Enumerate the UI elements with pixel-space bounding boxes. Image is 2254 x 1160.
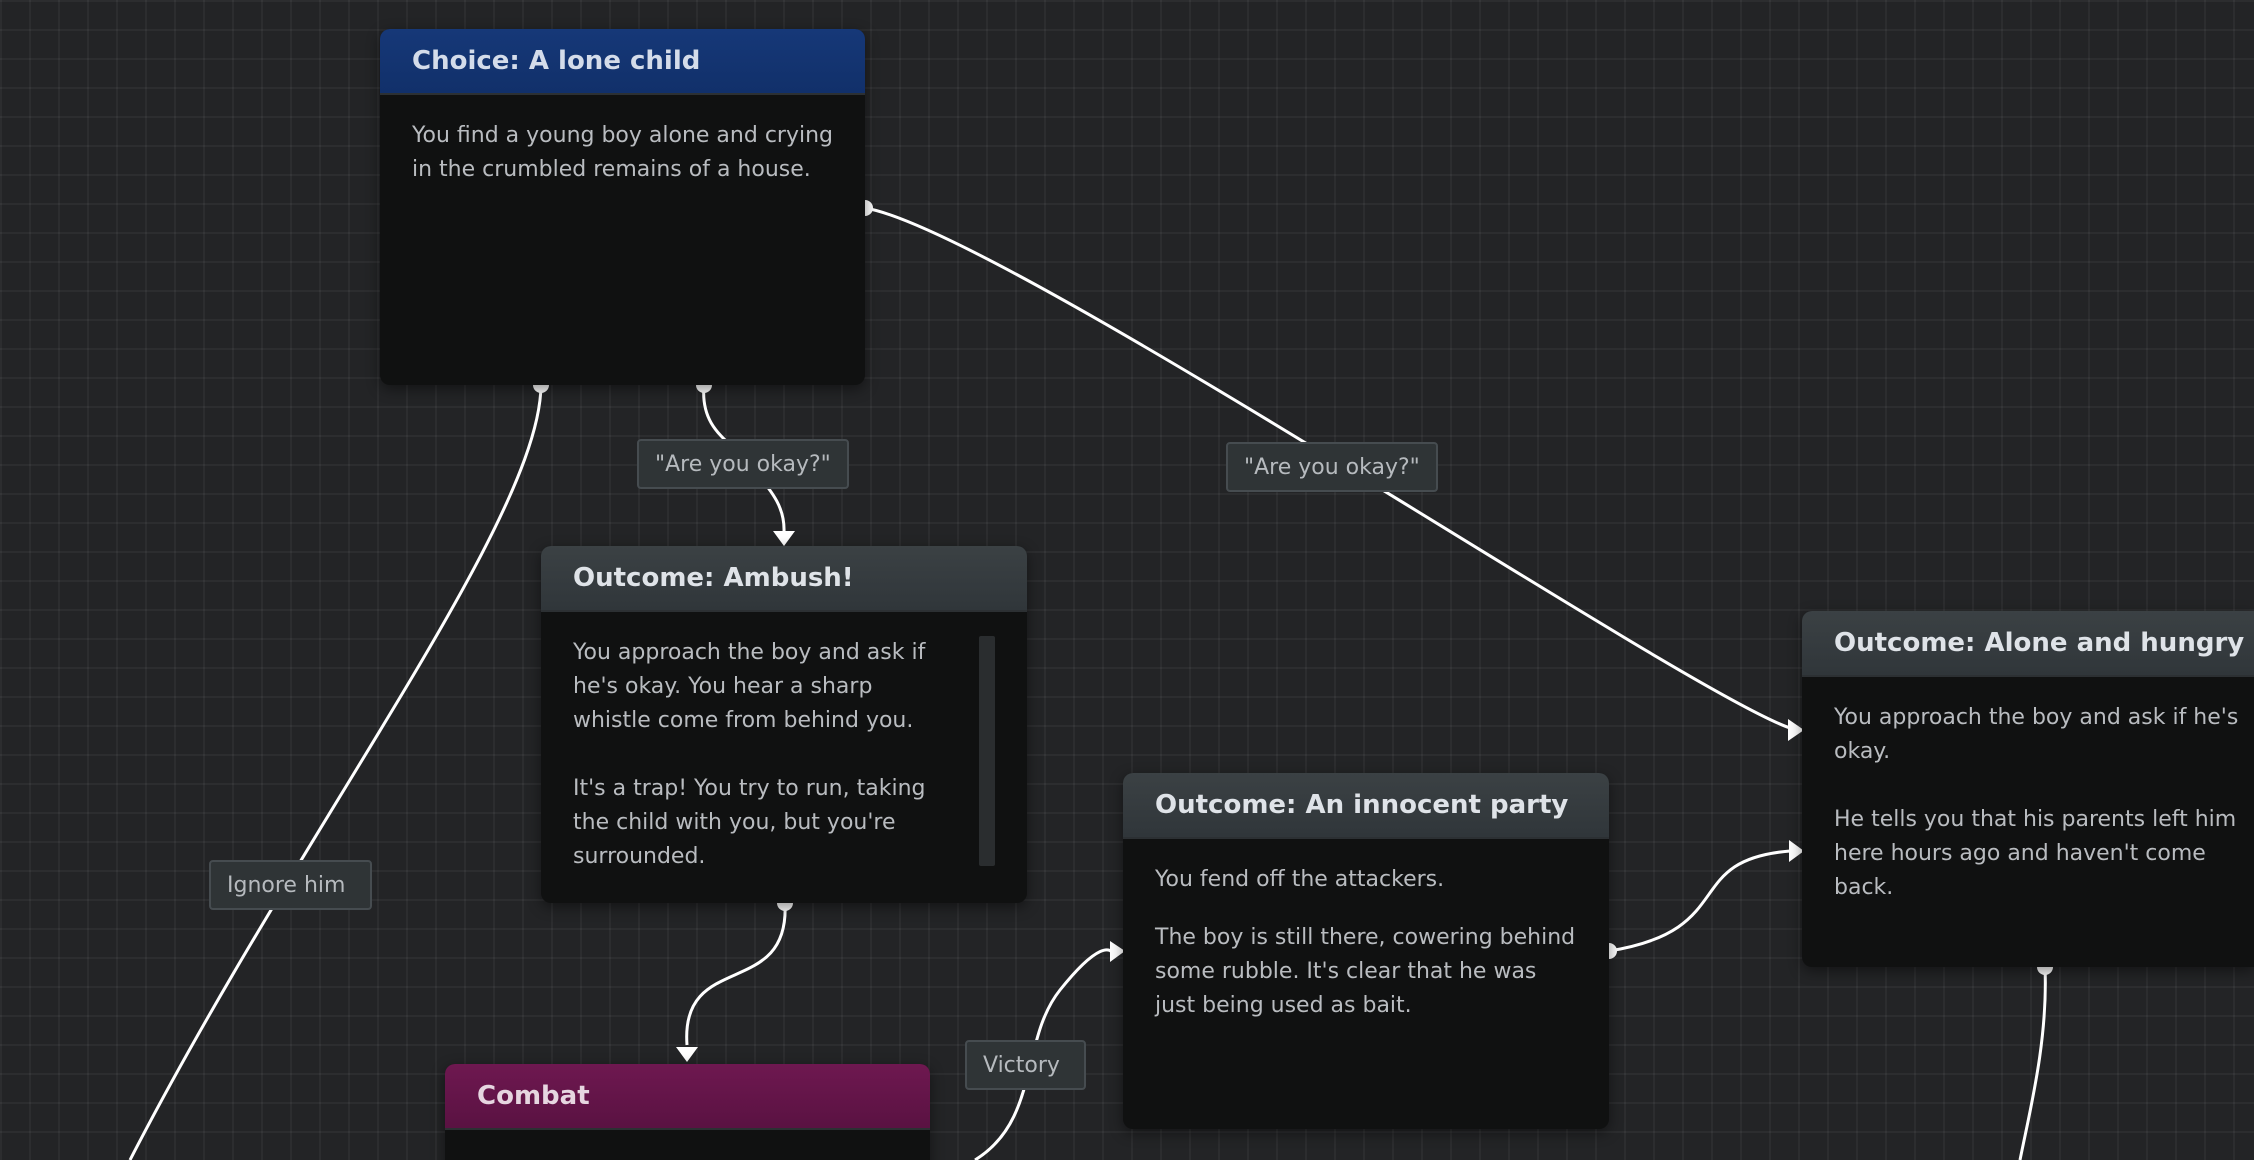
node-body: You fend off the attackers. The boy is s… (1123, 839, 1609, 1023)
node-outcome-ambush[interactable]: Outcome: Ambush! You approach the boy an… (541, 546, 1027, 903)
edge-arrow-ambush (773, 531, 795, 546)
edge-victory-to-innocent[interactable] (974, 948, 1114, 1160)
node-title: Choice: A lone child (380, 29, 865, 95)
node-body: You approach the boy and ask if he's oka… (541, 612, 1027, 874)
node-body: You approach the boy and ask if he's oka… (1802, 677, 2254, 905)
node-scrollbar[interactable] (979, 636, 995, 866)
node-title: Outcome: Alone and hungry (1802, 611, 2254, 677)
edge-label-alone-choice[interactable]: "Are you okay?" (1226, 442, 1438, 492)
node-body-text: You approach the boy and ask if he's oka… (1834, 705, 2239, 764)
node-body-text: He tells you that his parents left him h… (1834, 807, 2237, 900)
edge-innocent-to-alone-hungry[interactable] (1608, 849, 1791, 953)
node-outcome-alone-hungry[interactable]: Outcome: Alone and hungry You approach t… (1802, 611, 2254, 967)
node-body-text: You approach the boy and ask if he's oka… (573, 640, 926, 733)
edge-label-victory[interactable]: Victory (965, 1040, 1086, 1090)
node-combat[interactable]: Combat (445, 1064, 930, 1160)
edge-alone-hungry-out[interactable] (2018, 966, 2047, 1160)
node-title: Outcome: An innocent party (1123, 773, 1609, 839)
node-body: You find a young boy alone and crying in… (380, 95, 865, 187)
node-choice-lone-child[interactable]: Choice: A lone child You find a young bo… (380, 29, 865, 385)
node-body-text: You find a young boy alone and crying in… (412, 123, 833, 182)
edge-choice-ignore[interactable] (128, 384, 543, 1160)
node-body-text: The boy is still there, cowering behind … (1155, 925, 1576, 1018)
edge-arrow-alone-hungry-top (1788, 719, 1804, 741)
node-outcome-innocent-party[interactable]: Outcome: An innocent party You fend off … (1123, 773, 1609, 1129)
node-title: Combat (445, 1064, 930, 1130)
edge-arrow-combat (676, 1047, 698, 1062)
node-body-text: It's a trap! You try to run, taking the … (573, 776, 926, 869)
edge-label-ignore[interactable]: Ignore him (209, 860, 372, 910)
edge-ambush-to-combat[interactable] (685, 902, 787, 1046)
node-title: Outcome: Ambush! (541, 546, 1027, 612)
edge-label-ambush-choice[interactable]: "Are you okay?" (637, 439, 849, 489)
edge-arrow-innocent (1110, 941, 1125, 962)
edge-arrow-alone-hungry-lower (1789, 840, 1804, 862)
node-body-text: You fend off the attackers. (1155, 867, 1445, 892)
